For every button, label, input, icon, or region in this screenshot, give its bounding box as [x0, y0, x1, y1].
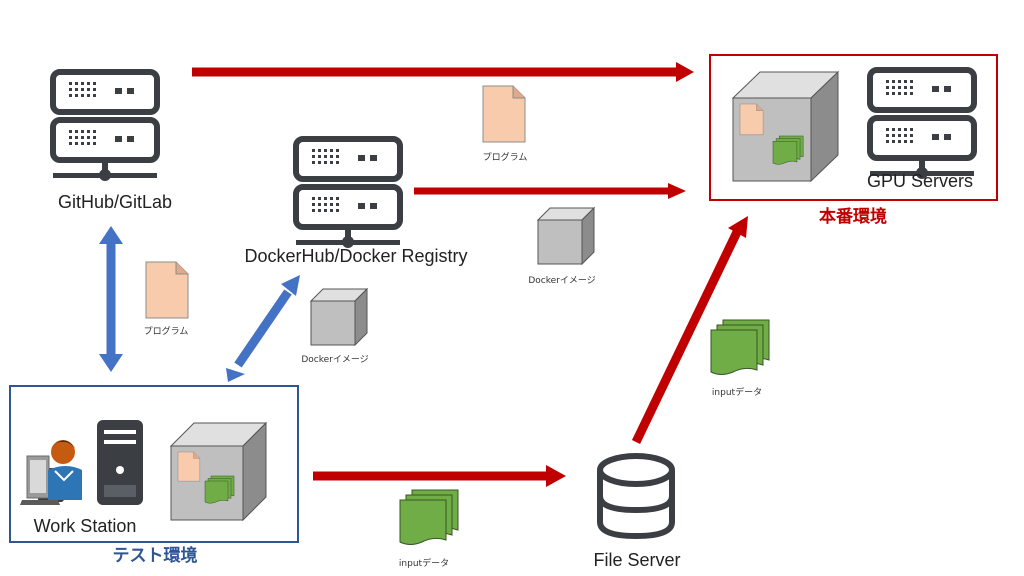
test-program-doc-icon [177, 451, 201, 482]
program-doc-left-label: プログラム [144, 325, 189, 337]
gpu-server-icon [870, 70, 974, 179]
input-data-right-label: inputデータ [712, 386, 762, 398]
test-environment-box [9, 385, 299, 543]
docker-image-right-icon [537, 207, 595, 265]
pc-tower-icon [97, 420, 143, 505]
docker-registry-label: DockerHub/Docker Registry [244, 246, 467, 266]
production-environment-box [709, 54, 998, 201]
docker-image-mid-label: Dockerイメージ [301, 355, 368, 365]
program-doc-top-icon [482, 85, 526, 143]
gpu-servers-label: GPU Servers [867, 171, 973, 191]
production-program-doc-icon [739, 103, 764, 136]
user-at-computer-icon [20, 440, 82, 505]
arrow-github-test-bidirectional [99, 226, 123, 372]
file-server-label: File Server [593, 550, 680, 570]
docker-image-mid-icon [310, 288, 368, 346]
arrow-test-to-fileserver [313, 465, 566, 487]
arrow-github-to-production [192, 62, 694, 82]
arrow-registry-to-production [414, 183, 686, 199]
work-station-label: Work Station [34, 516, 137, 536]
docker-image-right-label: Dockerイメージ [528, 276, 595, 286]
file-server-database-icon [597, 453, 675, 540]
program-doc-top-label: プログラム [483, 151, 528, 163]
input-data-bottom-label: inputデータ [399, 557, 449, 569]
arrow-registry-test-bidirectional [226, 275, 300, 382]
test-environment-label: テスト環境 [113, 545, 198, 566]
github-label: GitHub/GitLab [58, 192, 172, 212]
github-server-icon [53, 72, 157, 181]
production-environment-label: 本番環境 [819, 206, 887, 227]
program-doc-left-icon [145, 261, 189, 319]
arrow-fileserver-to-production [631, 216, 748, 444]
input-data-bottom-icon [399, 489, 459, 545]
docker-registry-server-icon [296, 139, 400, 248]
input-data-right-icon [710, 319, 770, 375]
